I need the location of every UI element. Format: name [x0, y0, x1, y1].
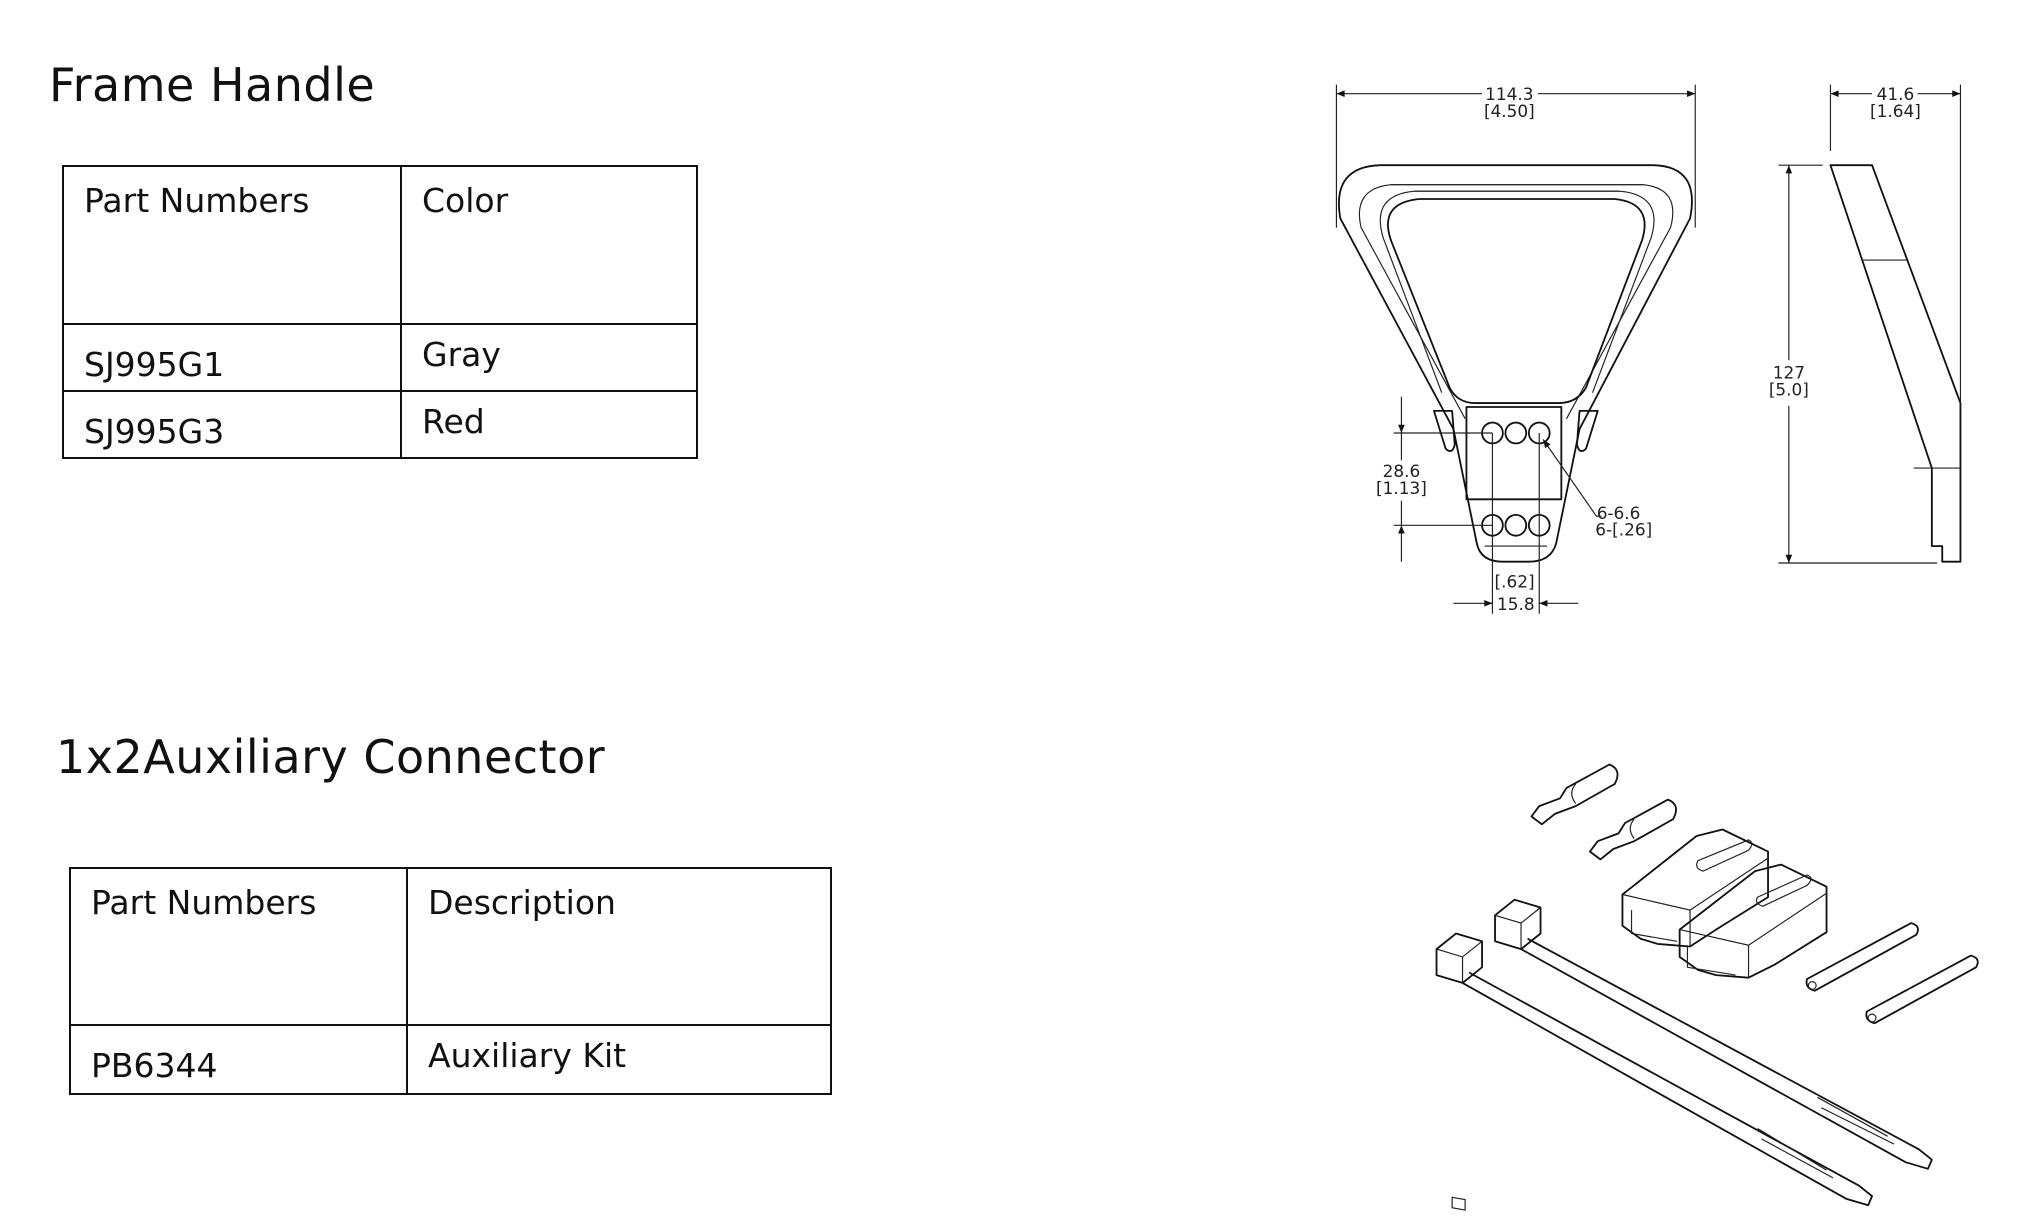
vspacing-mm-label: 28.6 [1383, 461, 1421, 481]
hspacing-in-label: [.62] [1495, 572, 1535, 592]
auxiliary-connector-table: Part Numbers Description PB6344 Auxiliar… [69, 867, 832, 1095]
height-in-label: [5.0] [1769, 379, 1809, 399]
table-row: PB6344 Auxiliary Kit [69, 1024, 832, 1095]
depth-in-label: [1.64] [1870, 101, 1921, 121]
crimp-contact-icon [1589, 798, 1677, 861]
color-cell: Gray [400, 323, 698, 392]
frame-handle-front-view [1338, 164, 1693, 563]
frame-handle-title: Frame Handle [49, 58, 376, 112]
connector-housing-icon [1621, 828, 1769, 948]
hspacing-mm-label: 15.8 [1497, 594, 1535, 614]
description-cell: Auxiliary Kit [406, 1024, 832, 1095]
vspacing-in-label: [1.13] [1376, 478, 1427, 498]
part-number-cell: SJ995G3 [62, 390, 402, 459]
table-row: SJ995G3 Red [62, 390, 698, 459]
part-number-cell: SJ995G1 [62, 323, 402, 392]
hole-spacing-horizontal-dimension: [.62] 15.8 [1453, 432, 1579, 614]
auxiliary-kit-illustration [1435, 763, 1979, 1211]
terminal-pin-icon [1865, 954, 1979, 1025]
header-color: Color [400, 165, 698, 325]
color-cell: Red [400, 390, 698, 459]
table-row: SJ995G1 Gray [62, 323, 698, 392]
width-mm-label: 114.3 [1485, 84, 1533, 104]
width-in-label: [4.50] [1484, 101, 1535, 121]
holes-callout: 6-6.6 6-[.26] [1542, 439, 1652, 540]
table-header-row: Part Numbers Description [69, 867, 832, 1026]
frame-handle-table: Part Numbers Color SJ995G1 Gray SJ995G3 … [62, 165, 698, 459]
depth-mm-label: 41.6 [1877, 84, 1915, 104]
holes-in-label: 6-[.26] [1595, 520, 1652, 540]
auxiliary-connector-title: 1x2Auxiliary Connector [56, 730, 606, 784]
crimp-contact-icon [1530, 763, 1619, 826]
header-part-numbers: Part Numbers [69, 867, 408, 1026]
height-mm-label: 127 [1773, 362, 1805, 382]
header-description: Description [406, 867, 832, 1026]
frame-handle-side-view: 41.6 [1.64] 127 [5.0] [1769, 84, 1962, 564]
hole-spacing-vertical-dimension: 28.6 [1.13] [1376, 396, 1493, 562]
cable-tie-icon [1435, 932, 1873, 1211]
holes-mm-label: 6-6.6 [1597, 503, 1641, 523]
cable-tie-icon [1494, 898, 1933, 1170]
part-number-cell: PB6344 [69, 1024, 408, 1095]
connector-housing-icon [1678, 863, 1828, 979]
terminal-pin-icon [1805, 922, 1919, 992]
width-dimension: 114.3 [4.50] [1335, 84, 1696, 228]
header-part-numbers: Part Numbers [62, 165, 402, 325]
table-header-row: Part Numbers Color [62, 165, 698, 325]
